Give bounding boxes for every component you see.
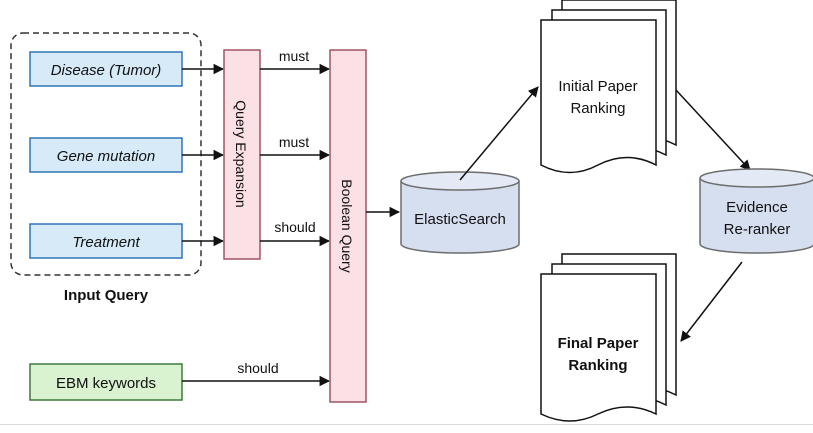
final-ranking-line1: Final Paper [558, 335, 639, 352]
edge-label-should-ebm: should [237, 360, 278, 376]
input-query-caption: Input Query [64, 287, 149, 304]
ebm-keywords-label: EBM keywords [56, 375, 156, 392]
final-ranking-stack [540, 253, 677, 422]
initial-ranking-line2: Ranking [570, 100, 625, 117]
edge-label-should-1: should [274, 219, 315, 235]
arrow-to-reranker [675, 89, 751, 171]
reranker-line1: Evidence [726, 199, 788, 216]
ebm-keywords-box [29, 363, 183, 401]
elasticsearch-label: ElasticSearch [414, 211, 506, 228]
query-expansion-bar [223, 49, 261, 260]
initial-ranking-line1: Initial Paper [558, 78, 637, 95]
arrow-to-initial-ranking [459, 86, 539, 181]
disease-label: Disease (Tumor) [51, 62, 162, 79]
edge-label-must-1: must [279, 48, 309, 64]
input-query-group [10, 32, 202, 276]
final-ranking-line2: Ranking [568, 357, 627, 374]
initial-ranking-stack [540, 0, 677, 174]
reranker-cylinder [699, 168, 813, 254]
reranker-line2: Re-ranker [724, 221, 791, 238]
edge-label-must-2: must [279, 134, 309, 150]
arrow-to-final-ranking [680, 261, 743, 342]
gene-mutation-box [29, 137, 183, 173]
elasticsearch-cylinder [400, 171, 520, 254]
boolean-query-label: Boolean Query [339, 179, 355, 272]
bottom-divider [0, 424, 813, 425]
disease-box [29, 51, 183, 87]
query-expansion-label: Query Expansion [233, 100, 249, 207]
boolean-query-bar [329, 49, 367, 403]
treatment-label: Treatment [72, 234, 140, 251]
gene-mutation-label: Gene mutation [57, 148, 155, 165]
